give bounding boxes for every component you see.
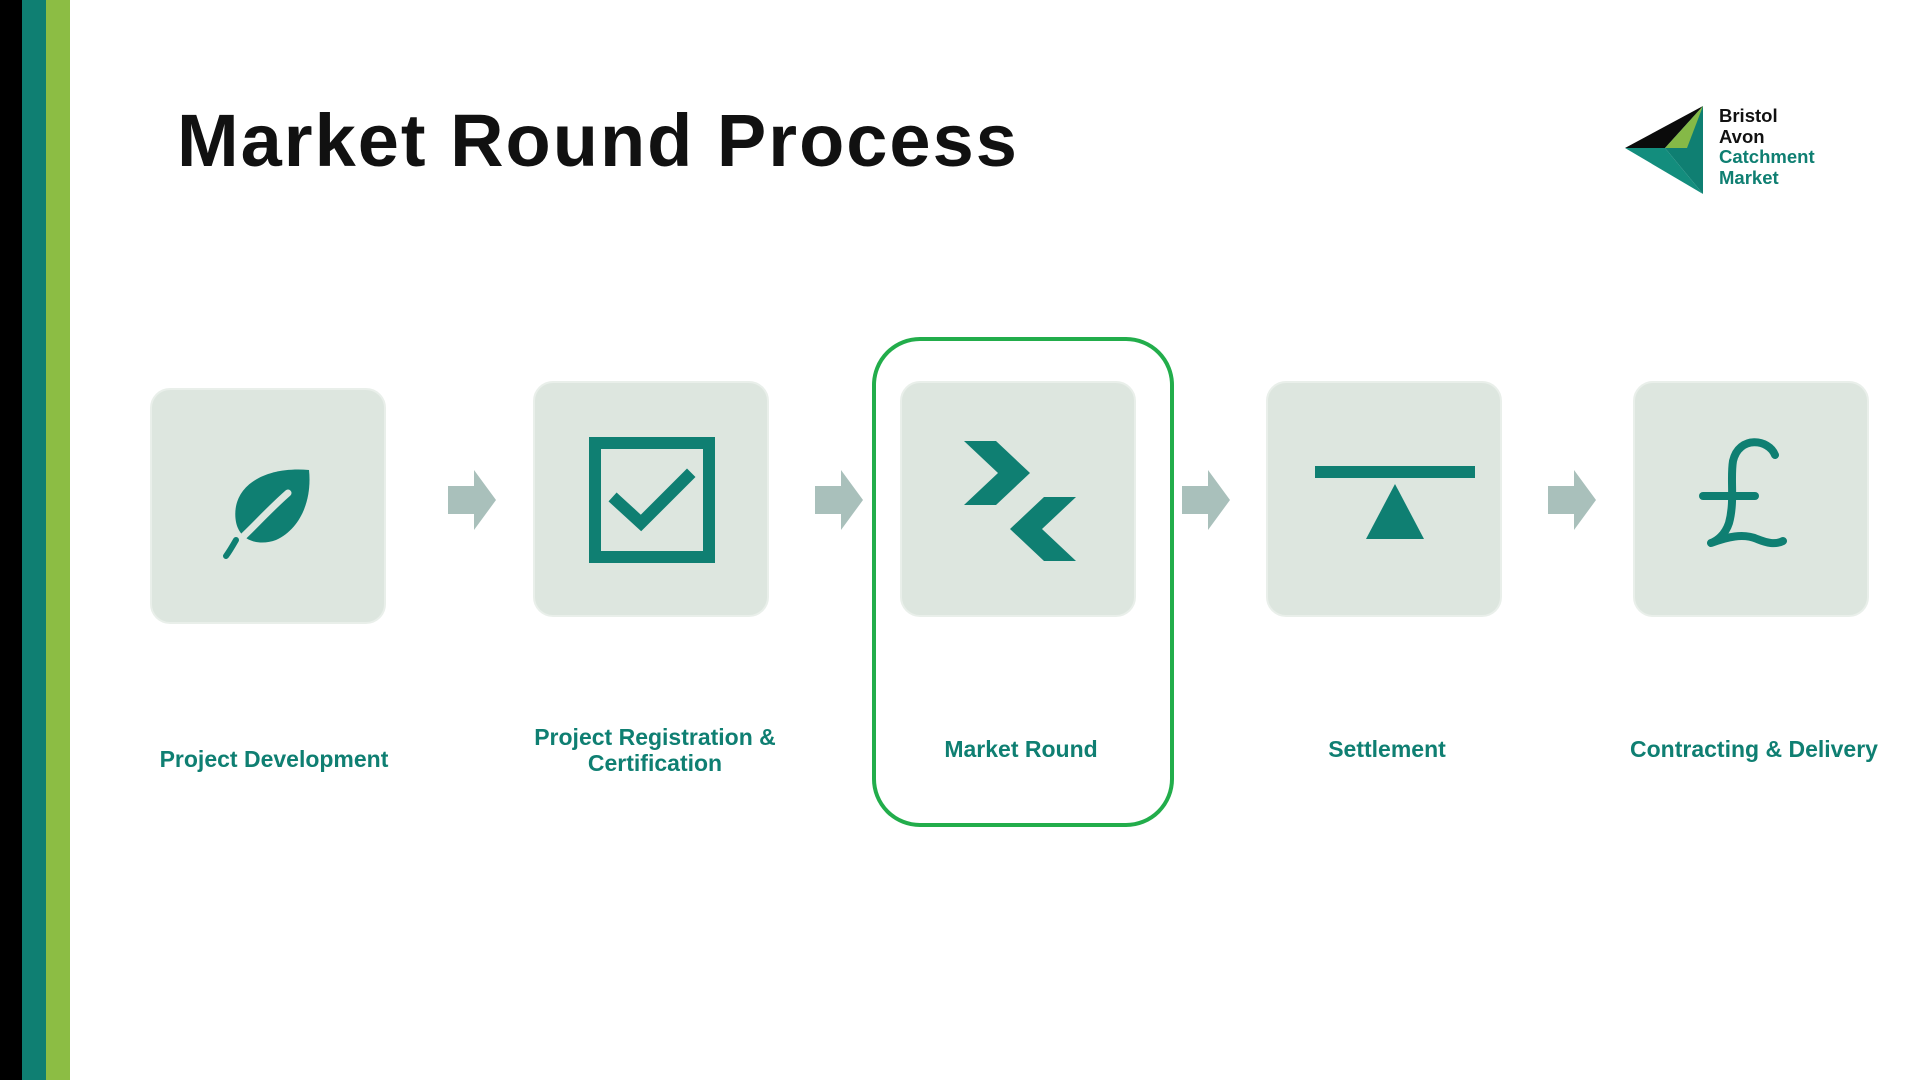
step-label-settlement: Settlement bbox=[1328, 736, 1446, 762]
logo-wordmark: Bristol Avon Catchment Market bbox=[1719, 105, 1815, 188]
flow-arrow-icon bbox=[1548, 470, 1596, 530]
balance-seesaw-icon bbox=[1315, 466, 1475, 539]
flow-arrow-icon bbox=[1182, 470, 1230, 530]
leaf-icon bbox=[223, 469, 310, 559]
logo-line-2: Avon bbox=[1719, 125, 1765, 147]
bristol-avon-catchment-market-logo: Bristol Avon Catchment Market bbox=[1625, 104, 1835, 196]
left-stripe-black bbox=[0, 0, 22, 1080]
left-stripe-teal bbox=[22, 0, 46, 1080]
step-label-market-round: Market Round bbox=[944, 736, 1098, 762]
exchange-chevrons-icon bbox=[964, 441, 1076, 561]
step-tile-project-development bbox=[150, 388, 386, 624]
step-tile-contracting-delivery bbox=[1633, 381, 1869, 617]
step-tile-settlement bbox=[1266, 381, 1502, 617]
logo-line-4: Market bbox=[1719, 166, 1779, 188]
current-step-highlight-frame bbox=[872, 337, 1174, 827]
step-label-contracting-delivery: Contracting & Delivery bbox=[1630, 736, 1878, 762]
step-label-project-development: Project Development bbox=[159, 746, 389, 772]
step-tile-project-registration bbox=[533, 381, 769, 617]
step-tile-market-round bbox=[900, 381, 1136, 617]
left-stripe-green bbox=[46, 0, 70, 1080]
flow-arrow-icon bbox=[448, 470, 496, 530]
flow-arrow-icon bbox=[815, 470, 863, 530]
step-label-project-registration: Project Registration & Certification bbox=[534, 724, 776, 776]
logo-mark-icon bbox=[1625, 106, 1703, 194]
logo-line-1: Bristol bbox=[1719, 105, 1778, 126]
pound-sterling-icon bbox=[1699, 438, 1787, 548]
logo-line-3: Catchment bbox=[1719, 146, 1815, 167]
checkbox-checked-icon bbox=[589, 437, 715, 563]
slide-title: Market Round Process bbox=[177, 99, 1019, 182]
